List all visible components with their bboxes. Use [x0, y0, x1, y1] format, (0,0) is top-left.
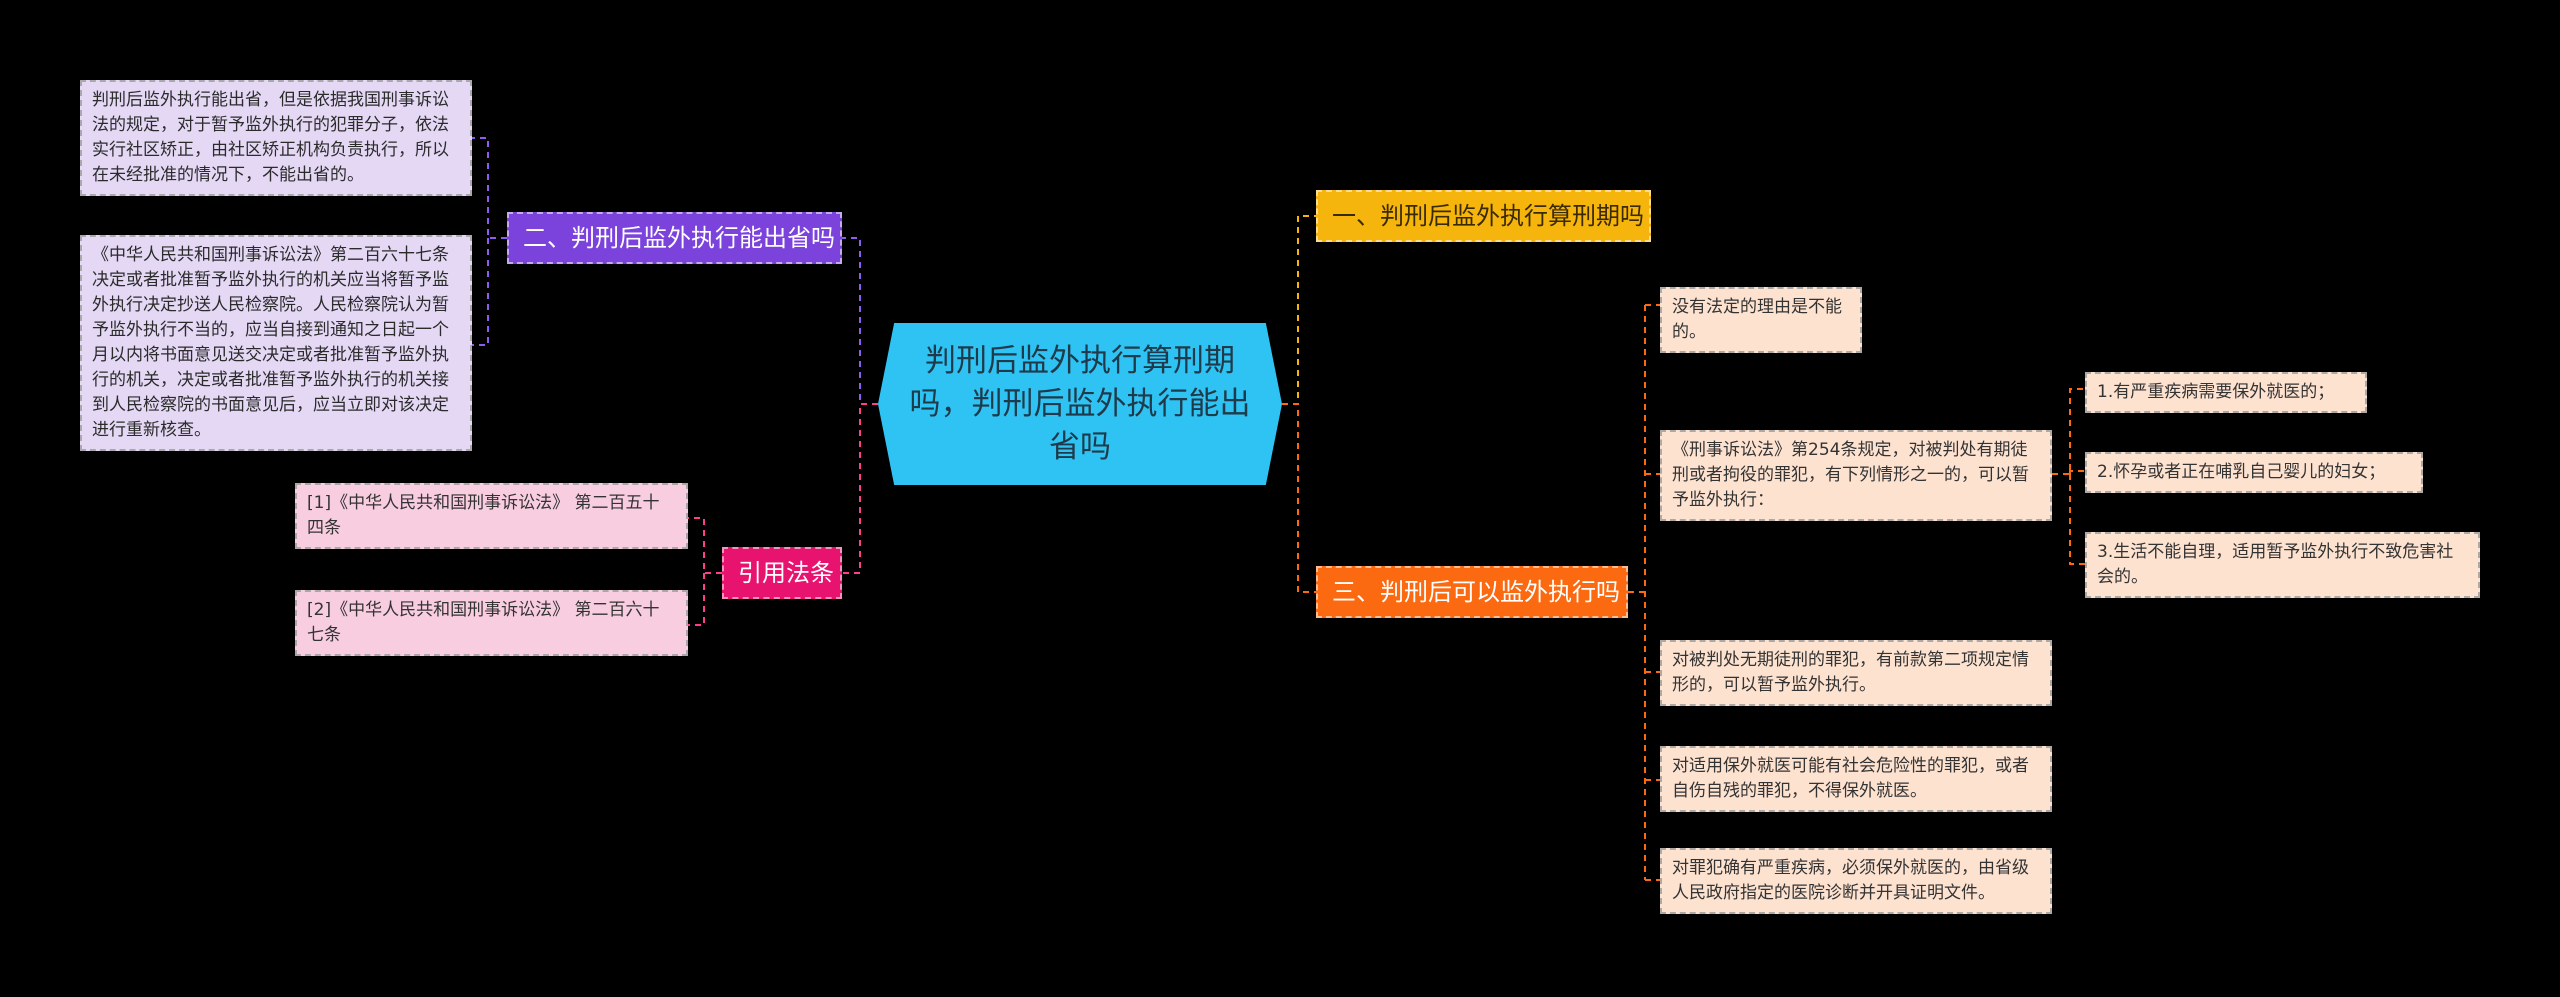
branch-label: 引用法条 — [738, 559, 834, 587]
leaf-text: 对适用保外就医可能有社会危险性的罪犯，或者自伤自残的罪犯，不得保外就医。 — [1672, 756, 2029, 801]
leaf-text: 对被判处无期徒刑的罪犯，有前款第二项规定情形的，可以暂予监外执行。 — [1672, 650, 2029, 695]
center-topic[interactable]: 判刑后监外执行算刑期吗，判刑后监外执行能出省吗 — [878, 323, 1282, 485]
link-center-pink — [842, 403, 878, 574]
branch-label: 三、判刑后可以监外执行吗 — [1332, 578, 1620, 606]
leaf-text: 《中华人民共和国刑事诉讼法》第二百六十七条 决定或者批准暂予监外执行的机关应当将… — [92, 245, 449, 440]
branch-can-leave-province[interactable]: 二、判刑后监外执行能出省吗 — [507, 212, 842, 264]
subleaf-pregnant-nursing[interactable]: 2.怀孕或者正在哺乳自己婴儿的妇女； — [2085, 452, 2423, 493]
leaf-article-254[interactable]: 《刑事诉讼法》第254条规定，对被判处有期徒刑或者拘役的罪犯，有下列情形之一的，… — [1660, 430, 2052, 521]
link-orange-leaves — [1628, 304, 1660, 881]
link-pink-leaves — [688, 517, 722, 626]
link-orange-subleaves — [2052, 388, 2085, 565]
center-topic-text: 判刑后监外执行算刑期吗，判刑后监外执行能出省吗 — [909, 342, 1251, 465]
leaf-text: 对罪犯确有严重疾病，必须保外就医的，由省级人民政府指定的医院诊断并开具证明文件。 — [1672, 858, 2029, 903]
leaf-can-leave-province-answer[interactable]: 判刑后监外执行能出省，但是依据我国刑事诉讼法的规定，对于暂予监外执行的犯罪分子，… — [80, 80, 472, 196]
leaf-text: 1.有严重疾病需要保外就医的； — [2097, 382, 2335, 402]
leaf-text: 《刑事诉讼法》第254条规定，对被判处有期徒刑或者拘役的罪犯，有下列情形之一的，… — [1672, 440, 2029, 510]
leaf-no-legal-reason[interactable]: 没有法定的理由是不能的。 — [1660, 287, 1862, 353]
link-purple-leaves — [472, 137, 507, 346]
leaf-article-267[interactable]: 《中华人民共和国刑事诉讼法》第二百六十七条 决定或者批准暂予监外执行的机关应当将… — [80, 235, 472, 451]
link-center-orange — [1282, 403, 1316, 593]
link-center-purple — [842, 237, 878, 405]
subleaf-unable-self-care[interactable]: 3.生活不能自理，适用暂予监外执行不致危害社会的。 — [2085, 532, 2480, 598]
leaf-text: [2]《中华人民共和国刑事诉讼法》 第二百六十七条 — [307, 600, 660, 645]
branch-cited-law[interactable]: 引用法条 — [722, 547, 842, 599]
link-center-yellow — [1282, 215, 1316, 405]
leaf-text: 3.生活不能自理，适用暂予监外执行不致危害社会的。 — [2097, 542, 2454, 587]
branch-label: 二、判刑后监外执行能出省吗 — [523, 224, 835, 252]
leaf-citation-1[interactable]: [1]《中华人民共和国刑事诉讼法》 第二百五十四条 — [295, 483, 688, 549]
leaf-text: 没有法定的理由是不能的。 — [1672, 297, 1842, 342]
leaf-text: 2.怀孕或者正在哺乳自己婴儿的妇女； — [2097, 462, 2386, 482]
leaf-citation-2[interactable]: [2]《中华人民共和国刑事诉讼法》 第二百六十七条 — [295, 590, 688, 656]
branch-label: 一、判刑后监外执行算刑期吗 — [1332, 202, 1644, 230]
subleaf-serious-illness[interactable]: 1.有严重疾病需要保外就医的； — [2085, 372, 2367, 413]
leaf-text: [1]《中华人民共和国刑事诉讼法》 第二百五十四条 — [307, 493, 660, 538]
leaf-medical-parole-risk[interactable]: 对适用保外就医可能有社会危险性的罪犯，或者自伤自残的罪犯，不得保外就医。 — [1660, 746, 2052, 812]
leaf-hospital-certificate[interactable]: 对罪犯确有严重疾病，必须保外就医的，由省级人民政府指定的医院诊断并开具证明文件。 — [1660, 848, 2052, 914]
leaf-text: 判刑后监外执行能出省，但是依据我国刑事诉讼法的规定，对于暂予监外执行的犯罪分子，… — [92, 90, 449, 185]
branch-counts-as-sentence[interactable]: 一、判刑后监外执行算刑期吗 — [1316, 190, 1651, 242]
branch-can-serve-outside[interactable]: 三、判刑后可以监外执行吗 — [1316, 566, 1628, 618]
leaf-life-sentence[interactable]: 对被判处无期徒刑的罪犯，有前款第二项规定情形的，可以暂予监外执行。 — [1660, 640, 2052, 706]
